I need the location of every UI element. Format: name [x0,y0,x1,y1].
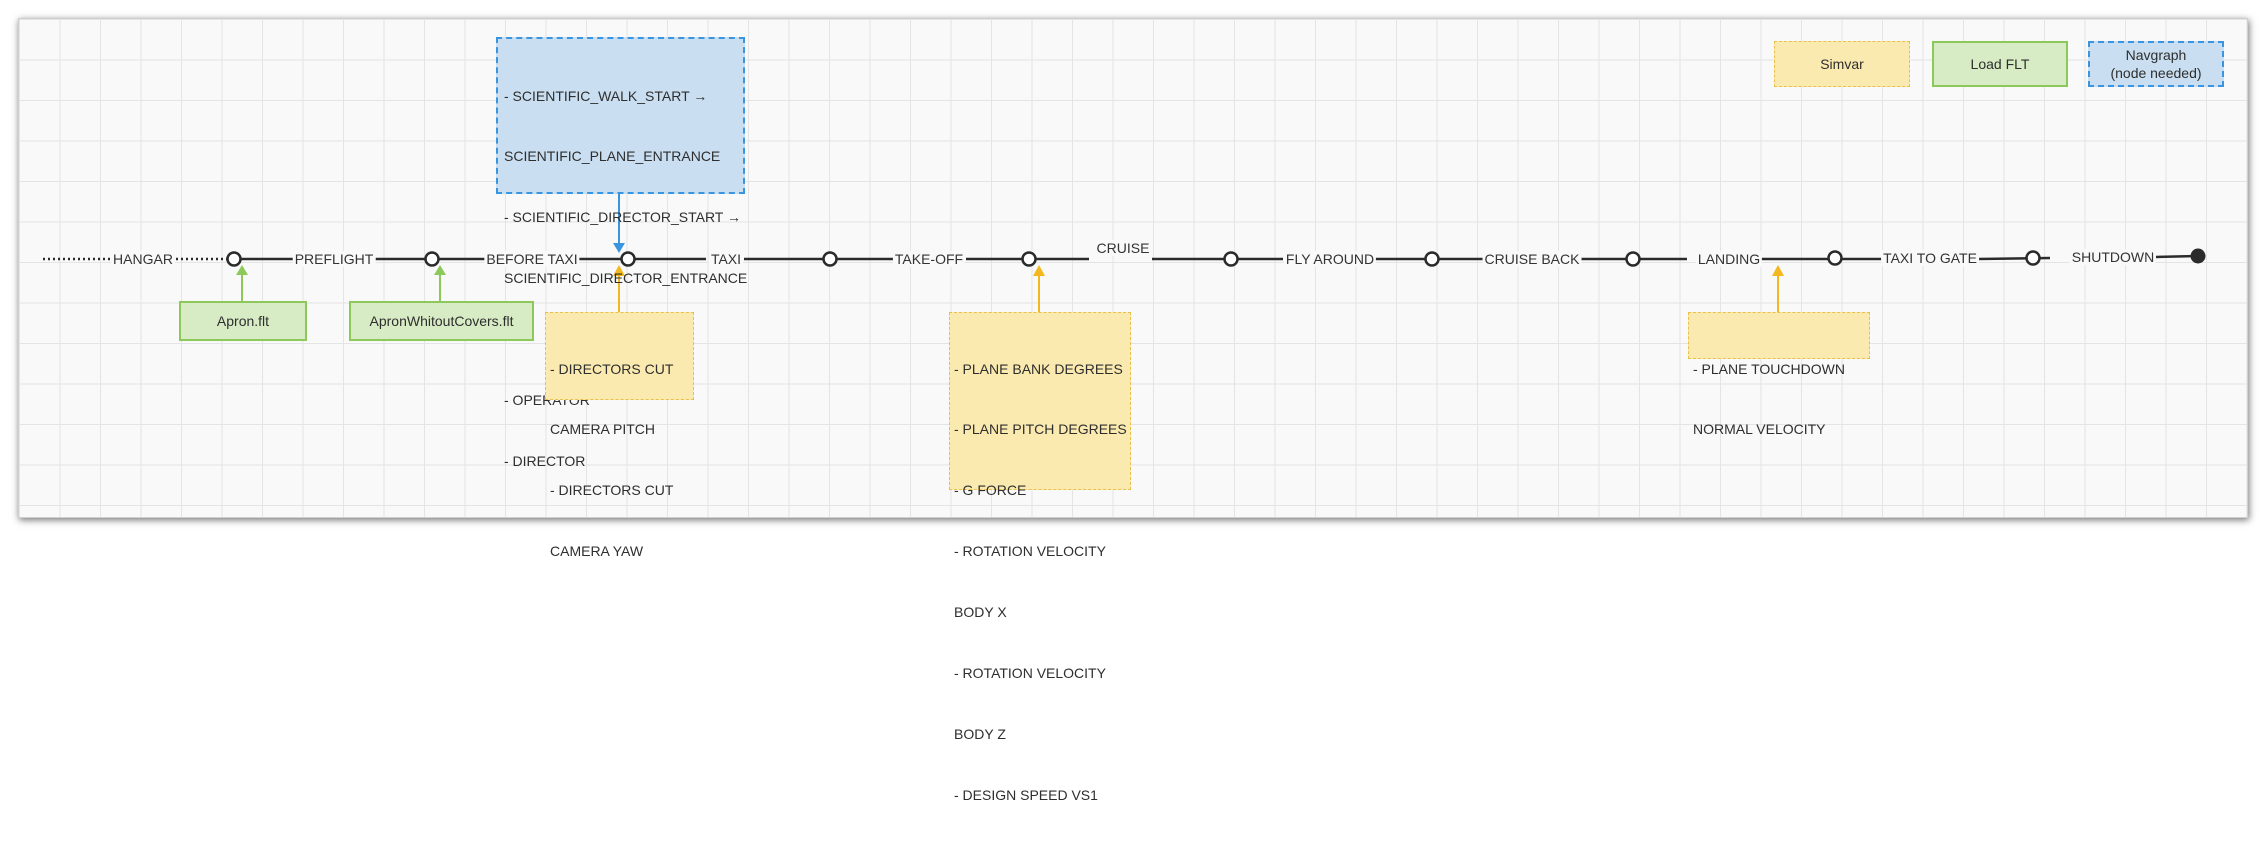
node-preflight [226,251,242,267]
simvar-note-line: - ROTATION VELOCITY [954,665,1106,682]
stage-label-takeoff: TAKE-OFF [892,251,966,267]
simvar-note-line: - G FORCE [954,482,1027,499]
timeline-lines [43,194,2206,312]
node-taxi-to-gate [1827,250,1843,266]
navgraph-note-line: - SCIENTIFIC_DIRECTOR_START → [504,209,741,226]
legend-load-flt: Load FLT [1932,41,2068,87]
diagram-canvas: HANGAR PREFLIGHT BEFORE TAXI TAXI TAKE-O… [18,18,2248,803]
simvar-note-line: - PLANE PITCH DEGREES [954,421,1127,438]
simvar-note-line: - ROTATION VELOCITY [954,543,1106,560]
stage-label-cruise: CRUISE [1094,240,1152,256]
navgraph-note: - SCIENTIFIC_WALK_START → SCIENTIFIC_PLA… [496,37,747,469]
node-takeoff [822,251,838,267]
stage-label-before-taxi: BEFORE TAXI [484,251,580,267]
node-cruise [1021,251,1037,267]
simvar-note-landing: - PLANE TOUCHDOWN NORMAL VELOCITY [1688,312,1870,437]
node-landing [1625,251,1641,267]
simvar-note-line: - DESIGN SPEED VS1 [954,786,1098,803]
navgraph-note-line: - SCIENTIFIC_WALK_START → [504,87,708,104]
stage-label-fly-around: FLY AROUND [1283,251,1377,267]
simvar-note-takeoff: - PLANE BANK DEGREES - PLANE PITCH DEGRE… [949,312,1131,803]
node-end [2190,248,2206,264]
node-before-taxi [424,251,440,267]
arrow-simvar-landing-head [1772,265,1784,276]
simvar-note-line: - PLANE BANK DEGREES [954,360,1123,377]
stage-label-shutdown: SHUTDOWN [2069,249,2157,265]
node-shutdown [2025,250,2041,266]
arrow-simvar-before-taxi-head [613,265,625,276]
legend-navgraph-title: Navgraph [2125,47,2187,63]
legend-navgraph: Navgraph (node needed) [2088,41,2224,87]
legend-simvar: Simvar [1774,41,1910,87]
simvar-note-line: - DIRECTORS CUT [550,360,674,377]
simvar-note-line: NORMAL VELOCITY [1693,421,1826,438]
arrow-navgraph-head [613,243,625,253]
node-cruise-back [1424,251,1440,267]
simvar-note-line: BODY X [954,604,1007,621]
navgraph-note-line: SCIENTIFIC_PLANE_ENTRANCE [504,148,721,165]
legend-navgraph-subtitle: (node needed) [2110,65,2202,81]
flt-box-apron: Apron.flt [179,301,307,341]
simvar-note-before-taxi: - DIRECTORS CUT CAMERA PITCH - DIRECTORS… [545,312,694,559]
stage-label-landing: LANDING [1695,251,1763,267]
arrow-apron-head [236,265,248,275]
simvar-note-line: BODY Z [954,725,1006,742]
navgraph-note-line: SCIENTIFIC_DIRECTOR_ENTRANCE [504,270,748,287]
simvar-note-line: CAMERA PITCH [550,421,656,438]
simvar-note-line: - PLANE TOUCHDOWN [1693,360,1845,377]
arrow-simvar-takeoff-head [1033,265,1045,276]
flt-box-apron-without-covers: ApronWhitoutCovers.flt [349,301,534,341]
navgraph-note-line: - DIRECTOR [504,452,586,469]
arrow-apron-covers-head [434,265,446,275]
stage-label-taxi: TAXI [708,251,744,267]
simvar-note-line: - DIRECTORS CUT [550,482,674,499]
node-fly-around [1223,251,1239,267]
stage-label-preflight: PREFLIGHT [292,251,376,267]
stage-label-taxi-to-gate: TAXI TO GATE [1881,250,1979,266]
stage-label-hangar: HANGAR [111,251,175,267]
node-taxi [620,251,636,267]
simvar-note-line: CAMERA YAW [550,543,644,560]
stage-label-cruise-back: CRUISE BACK [1482,251,1582,267]
